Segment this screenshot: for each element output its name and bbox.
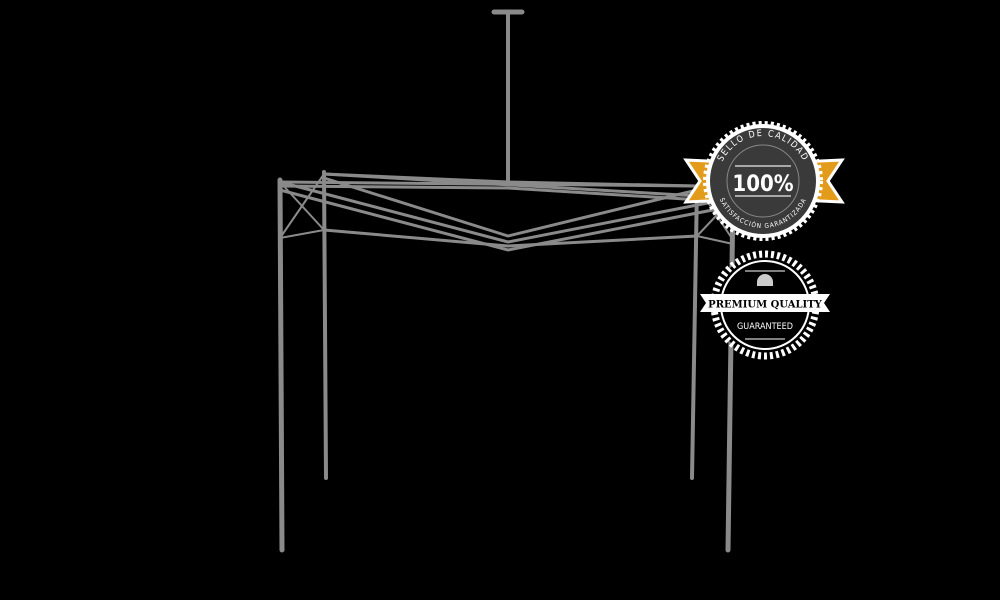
leg-front-right	[725, 192, 736, 553]
seal-center-text: 100%	[732, 172, 793, 197]
leg-front-left	[277, 177, 285, 553]
premium-quality-badge: PREMIUM QUALITY GUARANTEED	[700, 250, 830, 360]
quality-seal-badge: SELLO DE CALIDAD SATISFACCIÓN GARANTIZAD…	[683, 121, 845, 241]
premium-banner-text: PREMIUM QUALITY	[708, 300, 823, 311]
leg-back-right	[690, 184, 699, 480]
helmet-icon	[757, 274, 773, 286]
leg-back-left	[322, 170, 328, 480]
premium-bottom-text: GUARANTEED	[737, 322, 793, 332]
roof-rails	[278, 172, 735, 252]
